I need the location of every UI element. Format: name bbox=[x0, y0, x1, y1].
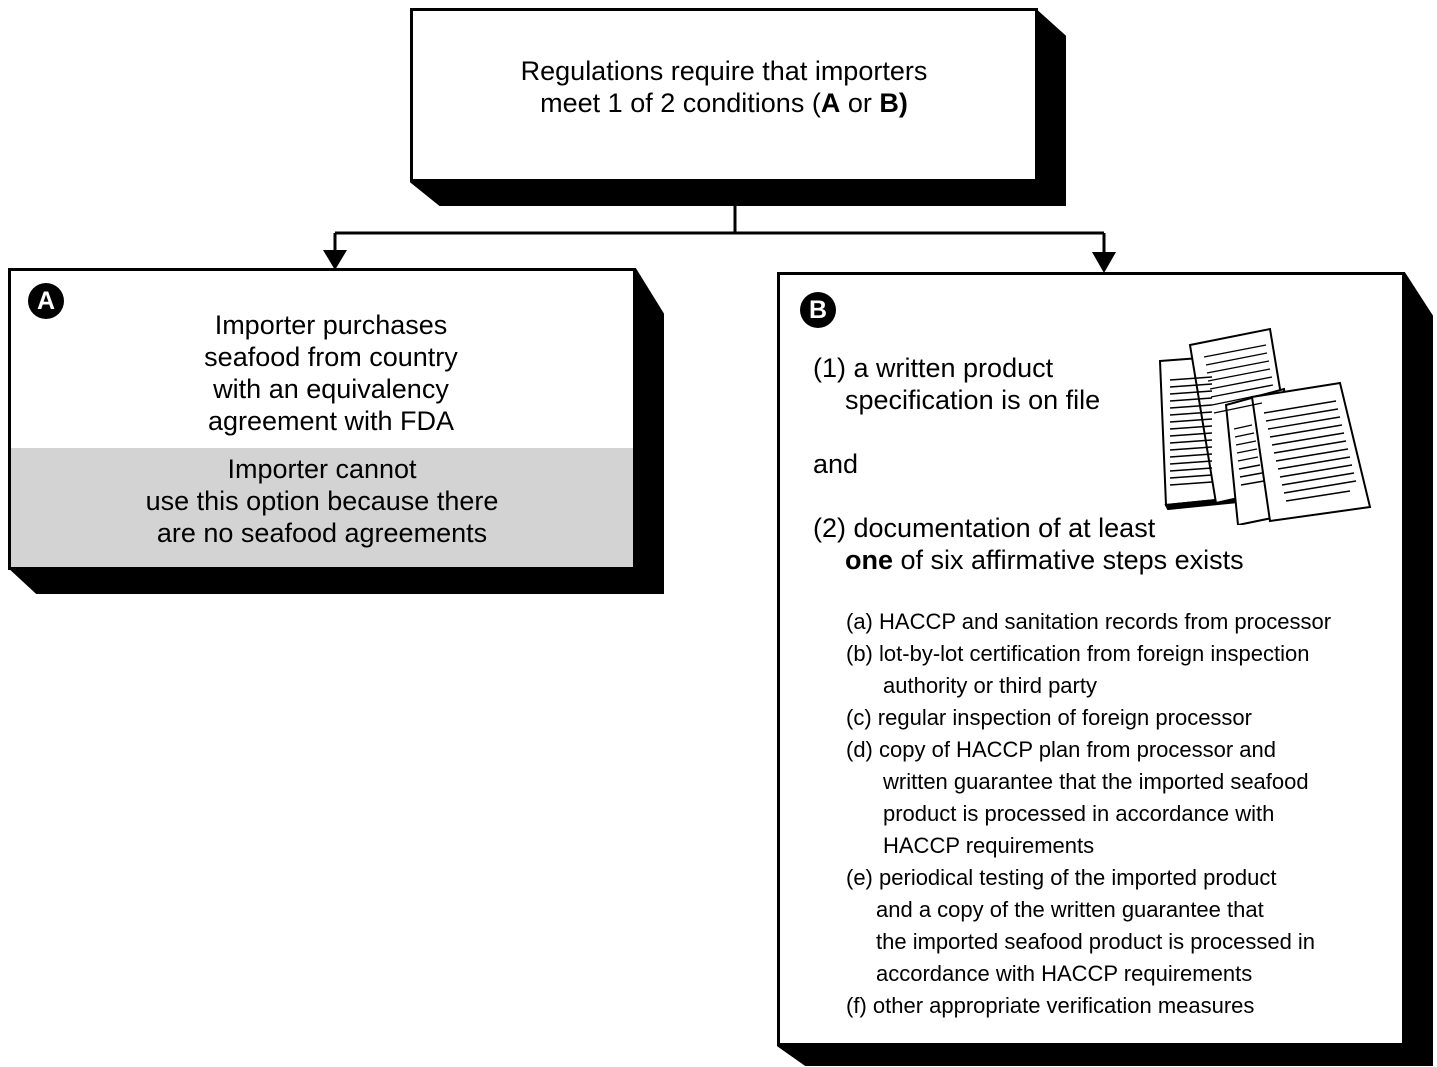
top-line-2: meet 1 of 2 conditions (A or B) bbox=[540, 88, 908, 118]
step-b: (b) lot-by-lot certification from foreig… bbox=[846, 641, 1310, 666]
step-d-line-4: HACCP requirements bbox=[883, 833, 1095, 858]
option-a-box: A Importer purchases seafood from countr… bbox=[8, 268, 636, 570]
step-d: (d) copy of HACCP plan from processor an… bbox=[846, 737, 1277, 762]
step-c: (c) regular inspection of foreign proces… bbox=[846, 705, 1252, 730]
option-b-box: B (1) a written product specification is… bbox=[777, 272, 1405, 1046]
step-e-line-2: and a copy of the written guarantee that bbox=[876, 897, 1264, 922]
step-e-line-3: the imported seafood product is processe… bbox=[876, 929, 1316, 954]
step-d-line-3: product is processed in accordance with bbox=[883, 801, 1275, 826]
step-a: (a) HACCP and sanitation records from pr… bbox=[846, 609, 1332, 634]
option-a-marker: A bbox=[28, 283, 64, 319]
documents-stack-icon bbox=[1158, 327, 1372, 525]
step-d-line-2: written guarantee that the imported seaf… bbox=[883, 769, 1309, 794]
step-e: (e) periodical testing of the imported p… bbox=[846, 865, 1277, 890]
condition-2: (2) documentation of at least one of six… bbox=[813, 513, 1244, 575]
top-requirement-box: Regulations require that importers meet … bbox=[410, 8, 1038, 182]
option-a-description: Importer purchases seafood from country … bbox=[204, 310, 458, 436]
top-text: Regulations require that importers meet … bbox=[413, 55, 1035, 119]
arrowhead-b bbox=[1092, 252, 1116, 273]
step-e-line-4: accordance with HACCP requirements bbox=[876, 961, 1253, 986]
condition-1: (1) a written product specification is o… bbox=[813, 353, 1101, 415]
arrowhead-a bbox=[323, 250, 347, 270]
and-connector-text: and bbox=[813, 449, 859, 479]
step-f: (f) other appropriate verification measu… bbox=[846, 993, 1255, 1018]
option-b-marker: B bbox=[800, 292, 836, 328]
step-b-line-2: authority or third party bbox=[883, 673, 1097, 698]
option-a-note: Importer cannot use this option because … bbox=[11, 448, 633, 567]
top-line-1: Regulations require that importers bbox=[520, 56, 928, 86]
